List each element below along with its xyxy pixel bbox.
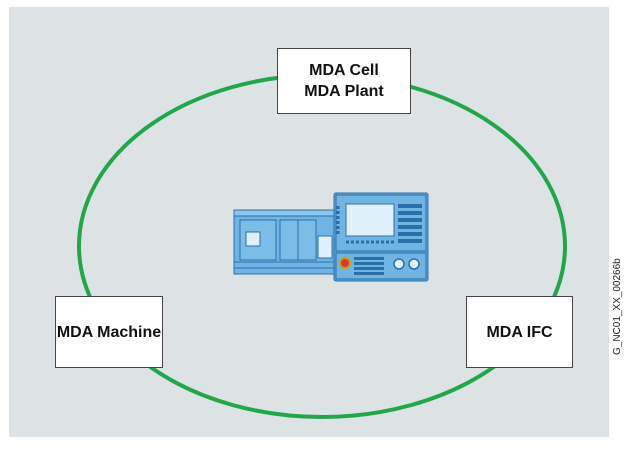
emergency-stop-icon <box>339 257 351 269</box>
mda-cell-plant-node: MDA Cell MDA Plant <box>277 48 411 114</box>
mda-cell-label: MDA Cell <box>309 62 379 79</box>
mda-machine-node: MDA Machine <box>55 296 163 368</box>
mda-machine-label: MDA Machine <box>56 323 162 341</box>
mda-ifc-label: MDA IFC <box>486 323 553 341</box>
mda-ifc-node: MDA IFC <box>466 296 573 368</box>
figure-reference-code: G_NC01_XX_00266b <box>612 258 623 355</box>
mda-plant-label: MDA Plant <box>304 83 384 100</box>
cnc-machine-icon <box>233 192 429 282</box>
